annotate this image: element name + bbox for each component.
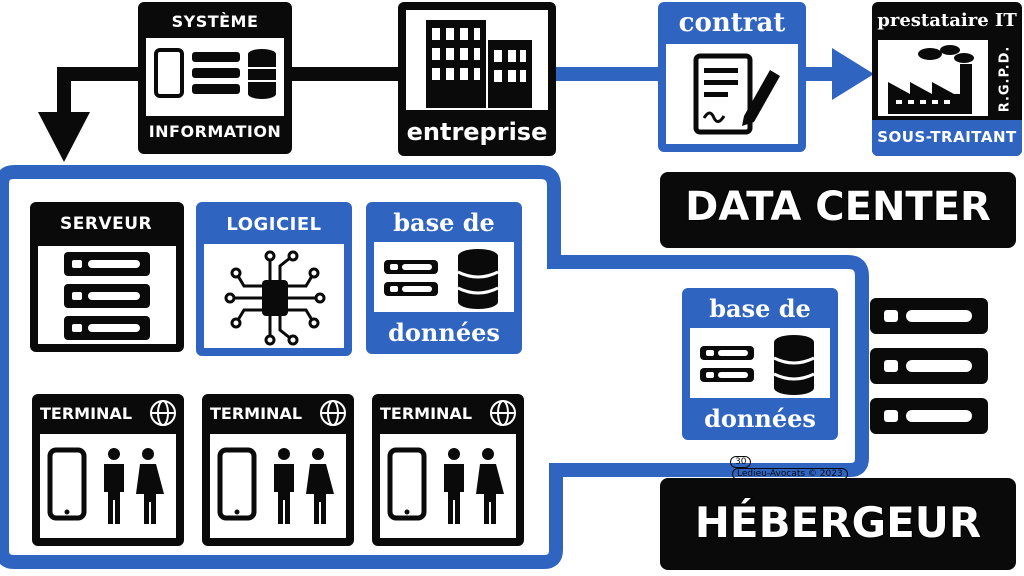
phone-people-icon — [47, 447, 164, 524]
factory-icon — [888, 45, 974, 114]
contract-document-icon — [693, 53, 780, 135]
terminal-card: TERMINAL — [372, 394, 524, 546]
serveur-card: SERVEUR — [30, 202, 184, 352]
page-number: 30 — [730, 456, 752, 468]
entreprise-card: entreprise — [398, 2, 556, 156]
contrat-card: contrat — [658, 2, 806, 152]
logiciel-label: LOGICIEL — [226, 214, 322, 235]
terminal-card: TERMINAL — [32, 394, 184, 546]
arrow-right-icon — [832, 48, 874, 100]
systeme-subtitle: INFORMATION — [148, 122, 282, 141]
logiciel-card: LOGICIEL — [196, 202, 352, 356]
serveur-label: SERVEUR — [60, 214, 153, 234]
sous-traitant-label: SOUS-TRAITANT — [877, 128, 1017, 146]
globe-icon — [490, 400, 516, 426]
terminal-label: TERMINAL — [40, 404, 133, 423]
prestataire-title: prestataire IT — [877, 10, 1017, 31]
database-card-left: base de données — [366, 202, 522, 354]
sous-traitant-band: SOUS-TRAITANT — [872, 120, 1022, 156]
systeme-information-card: SYSTÈME INFORMATION — [138, 2, 292, 154]
hebergeur-label: HÉBERGEUR — [694, 497, 983, 548]
chip-circuit-icon — [224, 250, 326, 346]
database-left-bottom: données — [388, 318, 500, 347]
database-icon — [384, 249, 499, 309]
entreprise-label: entreprise — [406, 118, 548, 146]
arrow-down-icon — [38, 112, 90, 162]
devices-database-icon — [154, 48, 276, 99]
phone-people-icon — [387, 447, 504, 524]
globe-icon — [320, 400, 346, 426]
database-right-top: base de — [709, 294, 811, 323]
terminal-label: TERMINAL — [380, 404, 473, 423]
hebergeur-box: HÉBERGEUR — [660, 478, 1016, 570]
systeme-title: SYSTÈME — [171, 12, 259, 31]
rgpd-badge: R.G.P.D. — [992, 42, 1018, 116]
database-left-top: base de — [393, 208, 495, 237]
contrat-label: contrat — [678, 8, 786, 38]
server-rack-icon — [870, 298, 988, 434]
phone-people-icon — [217, 447, 334, 524]
prestataire-card: prestataire IT R.G.P.D. SOUS-TRAITANT — [872, 2, 1022, 156]
globe-icon — [150, 400, 176, 426]
data-center-label: DATA CENTER — [684, 183, 992, 231]
terminal-label: TERMINAL — [210, 404, 303, 423]
contrat-panel — [666, 44, 798, 144]
database-card-right: base de données — [682, 288, 838, 440]
database-right-bottom: données — [704, 404, 816, 433]
rgpd-label: R.G.P.D. — [997, 45, 1013, 113]
footer-credit: 30 Ledieu-Avocats © 2023 — [730, 456, 864, 480]
terminal-card: TERMINAL — [202, 394, 354, 546]
building-icon — [426, 20, 532, 108]
credit-text: Ledieu-Avocats © 2023 — [732, 468, 848, 480]
database-icon — [700, 335, 815, 395]
server-icon — [64, 252, 150, 340]
data-center-box: DATA CENTER — [660, 172, 1016, 248]
